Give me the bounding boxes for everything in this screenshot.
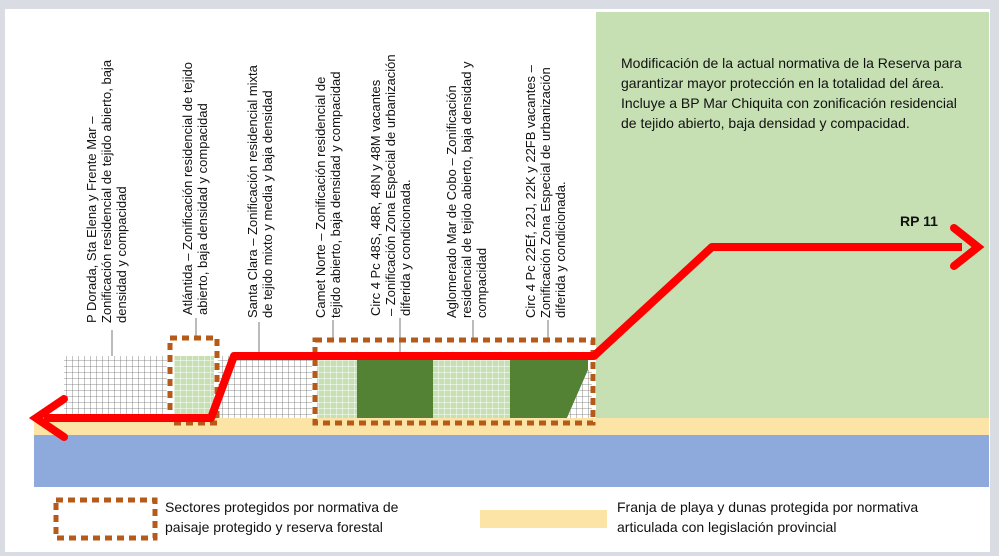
sector-label-camet-norte: Camet Norte – Zonificación residencial d… [313, 72, 343, 318]
beach-strip [34, 418, 989, 435]
sector-label-line: P Dorada, Sta Elena y Frente Mar – [84, 116, 99, 323]
legend-protected-text: Sectores protegidos por normativa de pai… [165, 497, 398, 537]
route-arrowhead-left [28, 395, 68, 441]
frame-border-left [0, 0, 5, 556]
sector-label-line: Circ 4 Pc 22Ef, 22J, 22K y 22FB vacantes… [523, 65, 538, 318]
sector-block-mar-de-cobo [433, 356, 510, 418]
sector-label-santa-clara: Santa Clara – Zonificación residencial m… [245, 65, 275, 318]
sector-label-line: Santa Clara – Zonificación residencial m… [245, 65, 260, 318]
route-rp11-line [44, 243, 962, 422]
reserve-description: Modificación de la actual normativa de l… [621, 55, 962, 131]
legend-line: Franja de playa y dunas protegida por no… [617, 499, 919, 515]
sector-block-circ4-22 [510, 360, 588, 418]
legend-beach-text: Franja de playa y dunas protegida por no… [617, 497, 918, 537]
sector-block-p-dorada [64, 356, 167, 418]
sector-label-line: Camet Norte – Zonificación residencial d… [313, 76, 328, 318]
reserve-area [596, 12, 989, 418]
sector-label-mar-de-cobo: Aglomerado Mar de Cobo – Zonificación re… [444, 61, 489, 318]
sector-label-line: abierto, baja densidad y compacidad [195, 103, 210, 315]
sector-label-line: diferida y condicionada. [553, 181, 568, 318]
sector-block-camet-norte [317, 356, 357, 418]
sector-label-line: Zonificación Zona Especial de urbanizaci… [538, 67, 553, 318]
frame-border-top [0, 0, 999, 9]
sector-label-line: Atlántida – Zonificación residencial de … [180, 62, 195, 315]
sector-label-line: Aglomerado Mar de Cobo – Zonificación [444, 85, 459, 318]
frame-border-right [990, 0, 999, 556]
route-label: RP 11 [900, 213, 938, 229]
legend-line: articulada con legislación provincial [617, 519, 837, 535]
sector-block-atlantida [174, 356, 214, 418]
sector-label-line: compacidad [474, 247, 489, 318]
legend-line: Sectores protegidos por normativa de [165, 499, 399, 515]
route-arrowhead-right [950, 224, 985, 270]
sector-label-atlantida: Atlántida – Zonificación residencial de … [180, 62, 210, 315]
sector-label-line: – Zonificación Zona Especial de urbaniza… [383, 54, 398, 316]
sector-label-circ4-48: Circ 4 Pc 48S, 48R, 48N y 48M vacantes –… [368, 54, 413, 316]
sector-label-p-dorada: P Dorada, Sta Elena y Frente Mar – Zonif… [84, 60, 129, 323]
sector-label-line: residencial de tejido abierto, baja dens… [459, 61, 474, 318]
sector-label-line: Zonificación residencial de tejido abier… [99, 59, 114, 323]
protected-outline-atlantida [167, 335, 220, 426]
sector-block-circ4-48 [357, 360, 433, 418]
sector-label-line: tejido abierto, baja densidad y compacid… [328, 71, 343, 318]
sector-label-line: Circ 4 Pc 48S, 48R, 48N y 48M vacantes [368, 79, 383, 316]
protected-outline-camet-to-circ4 [312, 337, 596, 426]
sector-block-circ4-22-hatch [567, 370, 592, 418]
legend-protected-swatch [53, 497, 158, 541]
legend-line: paisaje protegido y reserva forestal [165, 519, 383, 535]
sector-label-circ4-22: Circ 4 Pc 22Ef, 22J, 22K y 22FB vacantes… [523, 65, 568, 318]
sector-label-line: diferida y condicionada. [398, 179, 413, 316]
legend-beach-swatch [480, 510, 607, 528]
leader-lines [111, 318, 549, 356]
sector-label-line: de tejido mixto y media y baja densidad [260, 90, 275, 318]
frame-border-bottom [0, 552, 999, 556]
sector-label-line: densidad y compacidad [114, 186, 129, 323]
sea-band [34, 434, 989, 487]
